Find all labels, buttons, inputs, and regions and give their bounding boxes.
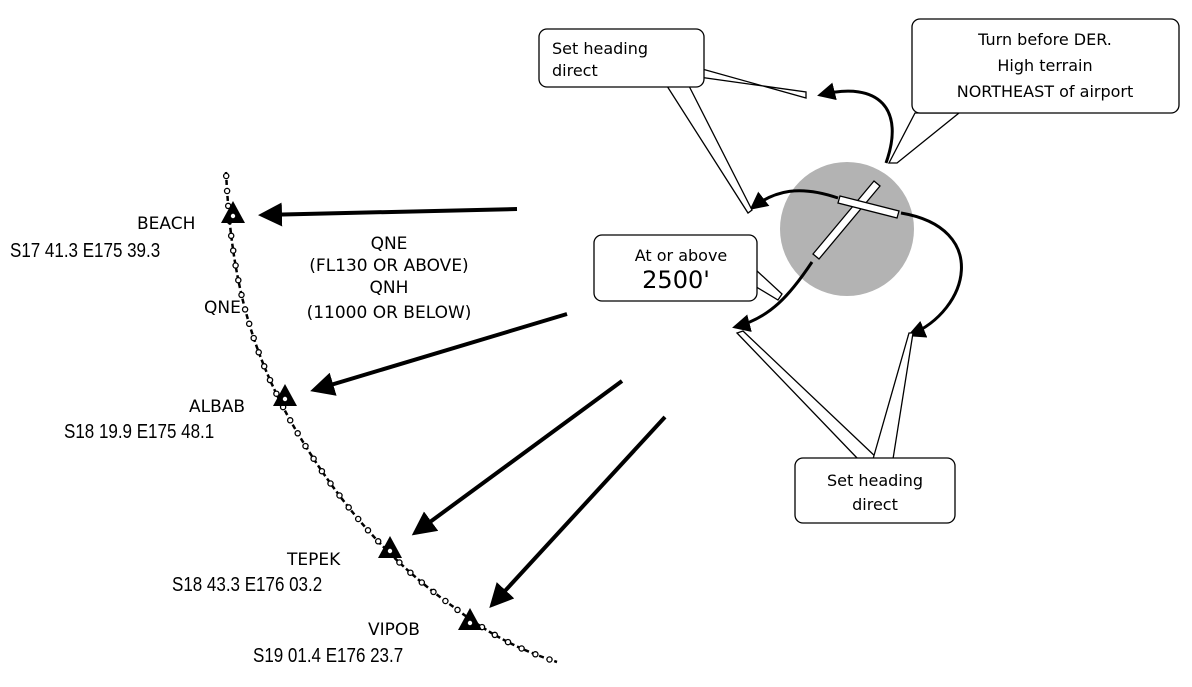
track-dot (546, 656, 553, 663)
callout-set-heading-top: Set heading direct (538, 28, 807, 214)
callout-turn-line1: Turn before DER. (977, 30, 1112, 49)
waypoint-coords-tepek: S18 43.3 E176 03.2 (172, 573, 322, 596)
track-dot (235, 276, 242, 284)
callout-turn-line3: NORTHEAST of airport (957, 82, 1134, 101)
track-dot (222, 172, 230, 180)
track-dot (430, 588, 437, 596)
callout-altitude-line1: At or above (635, 246, 728, 265)
qnh-level: (11000 OR BELOW) (307, 303, 472, 323)
waypoint-label-vipob: VIPOB (368, 620, 420, 640)
departure-route-east (900, 211, 963, 338)
track-dot (232, 262, 239, 269)
callout-set-heading-bottom-line1: Set heading (827, 471, 923, 490)
track-dot (364, 527, 372, 534)
track-dot (310, 455, 317, 462)
track-dot (260, 363, 268, 370)
waypoint-coords-beach: S17 41.3 E175 39.3 (10, 239, 160, 262)
track-dot (238, 291, 245, 299)
track-dot (245, 320, 253, 328)
airport-circle (780, 162, 914, 296)
departure-route-west (749, 189, 839, 210)
track-dot (273, 390, 280, 397)
track-dot (294, 430, 301, 437)
track-dot (442, 597, 449, 605)
waypoint-label-tepek: TEPEK (286, 550, 341, 570)
track-dot (336, 492, 343, 499)
waypoint-label-albab: ALBAB (189, 397, 245, 417)
track-dot (250, 334, 257, 342)
callout-set-heading-bottom: Set heading direct (735, 330, 956, 524)
track-dot (318, 467, 326, 475)
track-dot (266, 376, 274, 384)
track-dot (504, 638, 512, 646)
waypoint-coords-albab: S18 19.9 E175 48.1 (64, 420, 214, 443)
track-dot (491, 631, 499, 639)
track-dot (286, 417, 294, 424)
callout-turn-before-der: Turn before DER. High terrain NORTHEAST … (887, 18, 1180, 164)
qne-label: QNE (371, 234, 408, 254)
track-dot (241, 306, 249, 313)
callout-altitude: At or above 2500' (593, 234, 783, 302)
track-qne-label: QNE (204, 298, 241, 318)
track-dot (418, 579, 426, 586)
departure-route-southwest (732, 261, 814, 332)
callout-turn-line2: High terrain (997, 56, 1092, 75)
waypoint-beach (221, 201, 245, 223)
callout-set-heading-top-line2: direct (552, 61, 598, 80)
waypoint-label-beach: BEACH (137, 214, 195, 234)
track-dot (374, 538, 382, 545)
track-dot (327, 480, 334, 487)
qnh-label: QNH (370, 278, 409, 298)
track-dot (255, 349, 262, 356)
track-dot (302, 442, 309, 450)
arrow-to-tepek (411, 379, 624, 536)
track-dots (222, 172, 553, 663)
track-dot (518, 645, 525, 652)
departure-route-north (817, 82, 894, 164)
waypoint-tepek (378, 536, 402, 558)
arrow-to-beach (258, 202, 518, 227)
track-dot (345, 504, 352, 511)
track-dot (532, 651, 539, 658)
altimeter-note: QNE (FL130 OR ABOVE) QNH (11000 OR BELOW… (307, 234, 472, 323)
track-dot (396, 559, 403, 566)
track-dot (454, 606, 461, 614)
callout-set-heading-bottom-line2: direct (852, 495, 898, 514)
arrow-to-albab (310, 312, 568, 396)
track-dot (229, 247, 237, 254)
runway-symbol (812, 180, 900, 260)
callout-altitude-value: 2500' (642, 266, 710, 294)
track-dot (223, 187, 231, 195)
track-dot (407, 569, 414, 576)
arrow-to-vipob (489, 415, 667, 608)
waypoint-coords-vipob: S19 01.4 E176 23.7 (253, 644, 403, 667)
track-dot (354, 515, 362, 523)
qne-level: (FL130 OR ABOVE) (309, 256, 468, 276)
track-dot (227, 232, 235, 240)
callout-set-heading-top-line1: Set heading (552, 39, 648, 58)
waypoint-albab (273, 384, 297, 406)
waypoint-vipob (458, 608, 482, 630)
enroute-track (222, 171, 558, 664)
